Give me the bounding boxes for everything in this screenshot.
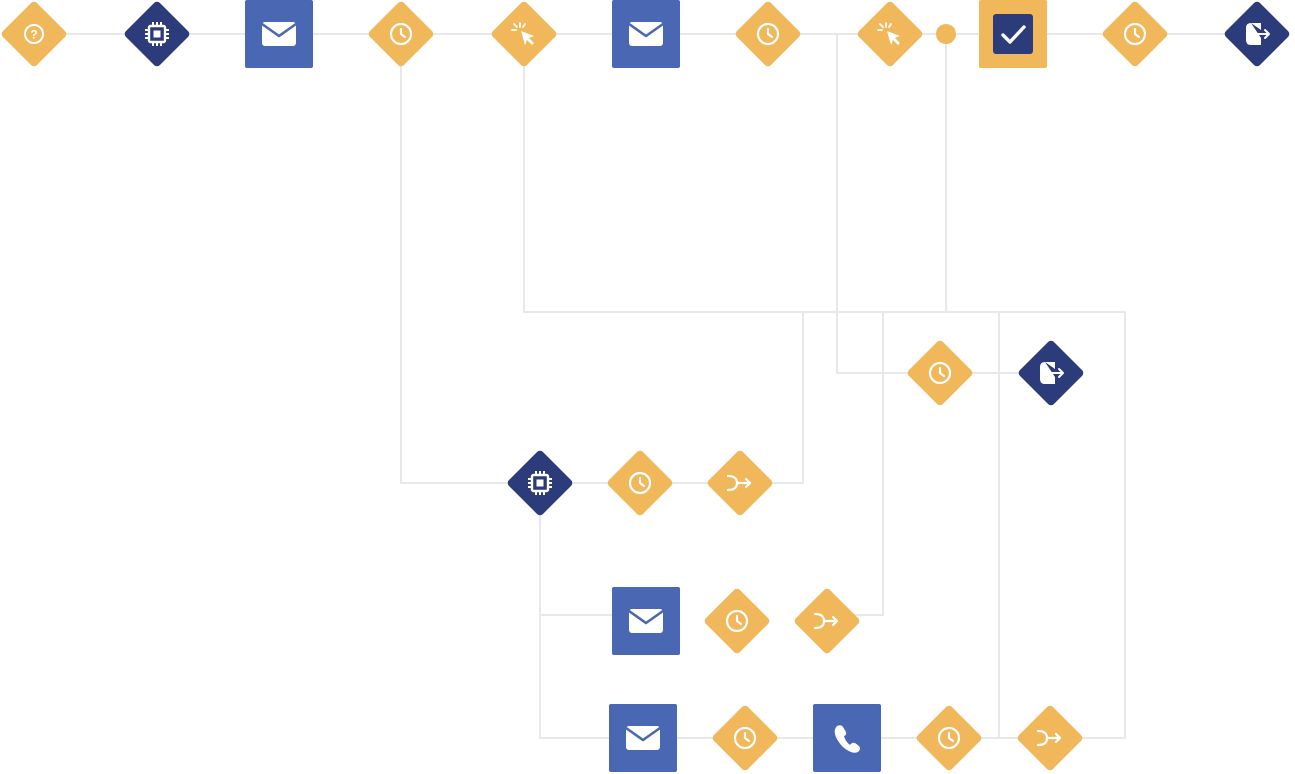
email-node[interactable] <box>609 704 677 772</box>
mail-icon <box>627 20 665 48</box>
wait-node[interactable] <box>367 0 435 68</box>
mail-icon <box>260 20 298 48</box>
connector-line <box>827 312 884 616</box>
mail-icon <box>627 607 665 635</box>
connector-line <box>400 34 540 484</box>
exit-node[interactable] <box>1017 339 1085 407</box>
wait-node[interactable] <box>915 704 983 772</box>
email-node[interactable] <box>612 0 680 68</box>
chip-icon <box>143 20 171 48</box>
phone-node[interactable] <box>813 704 881 772</box>
exit-node[interactable] <box>1223 0 1291 68</box>
chip-icon <box>526 469 554 497</box>
merge-node[interactable] <box>706 449 774 517</box>
wait-node[interactable] <box>906 339 974 407</box>
processor-node[interactable] <box>123 0 191 68</box>
mail-icon <box>624 724 662 752</box>
connector-line <box>539 483 643 739</box>
click-node[interactable] <box>490 0 558 68</box>
checkbox-node[interactable] <box>979 0 1047 68</box>
processor-node[interactable] <box>506 449 574 517</box>
email-node[interactable] <box>245 0 313 68</box>
connector-line <box>836 34 1051 374</box>
junction-dot[interactable] <box>936 24 956 44</box>
click-node[interactable] <box>856 0 924 68</box>
wait-node[interactable] <box>1101 0 1169 68</box>
email-node[interactable] <box>612 587 680 655</box>
wait-node[interactable] <box>711 704 779 772</box>
wait-node[interactable] <box>703 587 771 655</box>
connector-line <box>540 312 804 484</box>
wait-node[interactable] <box>734 0 802 68</box>
question-node[interactable] <box>0 0 68 68</box>
merge-node[interactable] <box>793 587 861 655</box>
wait-node[interactable] <box>606 449 674 517</box>
checkbox-check-icon <box>991 12 1035 56</box>
connector-line <box>523 34 1126 739</box>
merge-node[interactable] <box>1016 704 1084 772</box>
